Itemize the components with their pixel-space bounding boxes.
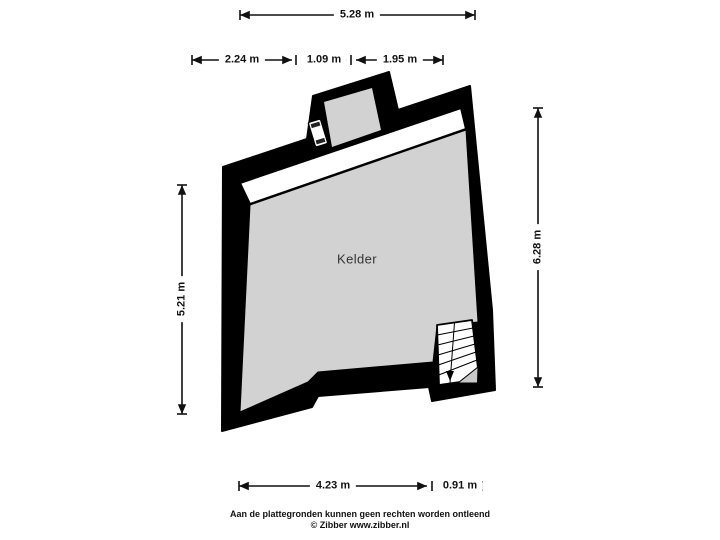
room-label: Kelder — [337, 251, 377, 267]
footer-copyright: © Zibber www.zibber.nl — [310, 520, 410, 530]
window-icon — [307, 118, 329, 148]
dim-label-bottom-seg1: 4.23 m — [309, 478, 357, 494]
stair-fold-corner — [456, 365, 479, 384]
stair-arrow-down-icon — [446, 371, 454, 381]
footer-disclaimer-line1: Aan de plattegronden kunnen geen rechten… — [229, 509, 491, 519]
footer-disclaimer: Aan de plattegronden kunnen geen rechten… — [0, 509, 720, 531]
room-floor — [239, 129, 479, 413]
dim-label-bottom-seg2: 0.91 m — [436, 478, 484, 494]
bumpout-floor — [324, 88, 381, 147]
top-wall-band — [239, 107, 467, 205]
dim-label-top-seg1: 2.24 m — [218, 52, 266, 68]
stairs — [436, 319, 479, 386]
dim-label-right: 6.28 m — [530, 223, 546, 271]
dim-label-top-seg2: 1.09 m — [300, 52, 348, 68]
dim-label-top-total: 5.28 m — [333, 7, 381, 23]
dim-label-left: 5.21 m — [174, 275, 190, 323]
dim-label-top-seg3: 1.95 m — [376, 52, 424, 68]
